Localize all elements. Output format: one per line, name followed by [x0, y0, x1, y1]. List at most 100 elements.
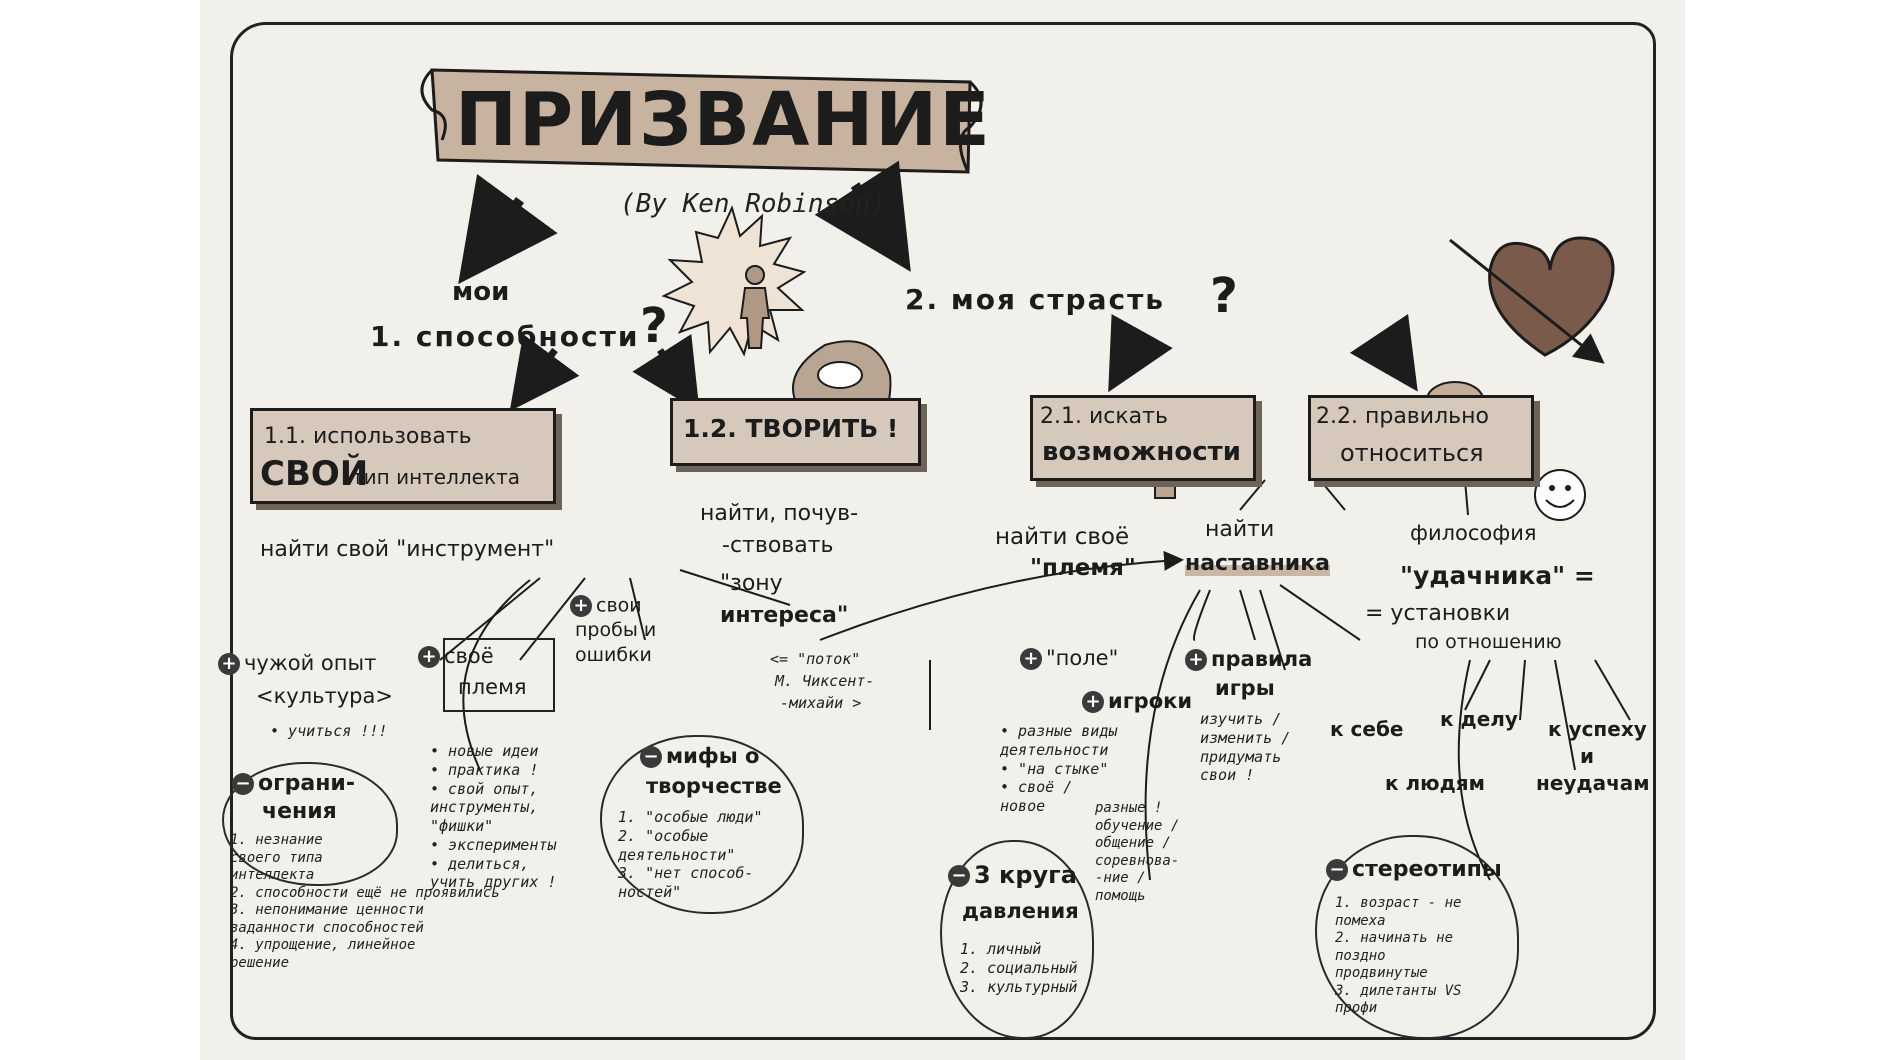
limits-list: 1. незнание своего типа интеллекта 2. сп… — [230, 832, 500, 972]
branch1-heading-line2: 1. способности — [370, 320, 640, 353]
box-2-1 — [1030, 395, 1256, 481]
pressure-line1: 3 круга — [974, 861, 1077, 889]
list-item: разные ! — [1095, 800, 1163, 816]
list-item: свои ! — [1200, 766, 1255, 785]
own-tribe-line1: своё — [444, 644, 494, 668]
sketchnote-sheet: ПРИЗВАНИЕ (By Ken Robinson) мои 1. спосо… — [200, 0, 1685, 1060]
to-self: к себе — [1330, 717, 1404, 741]
plus-icon: + — [1185, 649, 1207, 671]
mentor-line1: найти — [1205, 517, 1275, 542]
list-item: 1. незнание — [230, 832, 323, 848]
minus-icon: − — [640, 746, 662, 768]
list-item: решение — [230, 954, 290, 971]
find-tribe-line2: "племя" — [1030, 555, 1136, 581]
players: +игроки — [1082, 689, 1192, 713]
list-item: обучение / — [1095, 817, 1180, 834]
limits: −ограни- — [232, 771, 355, 796]
own-tries-line2: пробы и — [575, 619, 657, 641]
list-item: • новые идеи — [430, 742, 539, 760]
plus-icon: + — [1082, 691, 1104, 713]
list-item: интеллекта — [230, 867, 315, 883]
find-instrument: найти свой "инструмент" — [260, 537, 555, 562]
pressure-bubble — [940, 840, 1094, 1039]
list-item: 2. социальный — [960, 958, 1078, 977]
page-title: ПРИЗВАНИЕ — [455, 77, 992, 163]
rules: +правила — [1185, 647, 1312, 671]
limits-line1: ограни- — [258, 771, 355, 796]
field-label: "поле" — [1046, 646, 1119, 670]
branch1-question-mark: ? — [640, 298, 668, 354]
own-tribe-box — [443, 638, 555, 712]
plus-icon: + — [418, 646, 440, 668]
person-body — [739, 287, 771, 349]
list-item: "фишки" — [430, 817, 494, 835]
list-item: • делиться, — [430, 854, 530, 873]
list-item: 3. "нет способ- — [618, 864, 754, 883]
success-line1: к успеху — [1548, 717, 1647, 741]
stereotypes-label: стереотипы — [1352, 857, 1502, 882]
list-item: -ние / — [1095, 870, 1146, 886]
to-work: к делу — [1440, 707, 1518, 731]
minus-icon: − — [1326, 859, 1348, 881]
limits-bubble — [222, 762, 398, 886]
box-2-1-line1: 2.1. искать — [1040, 404, 1168, 429]
list-item: 3. культурный — [960, 977, 1078, 996]
own-tribe-line2: племя — [458, 675, 527, 699]
scroll-curl-right — [959, 80, 983, 173]
alien-experience-line1: чужой опыт — [244, 651, 377, 675]
branch2-heading: 2. моя страсть — [905, 283, 1166, 316]
minus-icon: − — [232, 773, 254, 795]
list-item: 1. "особые люди" — [618, 808, 763, 826]
list-item: 1. возраст - не — [1335, 895, 1462, 911]
zone-line2: интереса" — [720, 603, 849, 628]
pressure: −3 круга — [948, 862, 1077, 888]
list-item: учить других ! — [430, 873, 557, 892]
box-1-2 — [670, 398, 921, 466]
list-item: 4. упрощение, линейное — [230, 937, 416, 953]
list-item: продвинутые — [1335, 965, 1428, 981]
field: +"поле" — [1020, 646, 1119, 670]
learn-note: • учиться !!! — [270, 722, 388, 740]
list-item: своего типа — [230, 849, 323, 866]
players-list: разные ! обучение / общение / соревнова-… — [1095, 800, 1179, 905]
box-1-1-big: СВОЙ — [260, 454, 369, 494]
list-item: соревнова- — [1095, 852, 1180, 869]
alien-experience-line2: <культура> — [256, 684, 393, 708]
scroll-curl-left — [420, 68, 447, 141]
list-item: • эксперименты — [430, 835, 557, 854]
pressure-line2: давления — [962, 899, 1079, 923]
myths: −мифы о — [640, 744, 759, 768]
list-item: деятельности — [1000, 740, 1109, 759]
box-1-1-line1: 1.1. использовать — [264, 424, 472, 449]
success-line2: и — [1580, 744, 1595, 768]
branch1-heading-line1: мои — [452, 277, 510, 307]
own-tribe: +своё — [418, 644, 494, 668]
zone-line1: "зону — [720, 571, 783, 596]
philosophy-line2: "удачника" = — [1400, 561, 1595, 590]
list-item: 2. способности ещё не проявились — [230, 884, 500, 901]
arrow-to-abilities — [458, 173, 558, 285]
list-item: придумать — [1200, 747, 1282, 766]
arrow-to-passion — [814, 160, 911, 272]
list-item: 3. непонимание ценности — [230, 902, 424, 918]
find-feel-line1: найти, почув- — [700, 501, 859, 526]
myths-list: 1. "особые люди" 2. "особые деятельности… — [618, 808, 763, 902]
limits-line2: чения — [262, 799, 337, 824]
box-1-1-line2: тип интеллекта — [352, 465, 520, 489]
rules-line2: игры — [1215, 676, 1275, 700]
list-item: • разные виды — [1000, 722, 1118, 740]
list-item: • своё / — [1000, 778, 1073, 797]
flow-line2: М. Чиксент- — [775, 672, 875, 690]
attitudes-line2: по отношению — [1415, 631, 1562, 653]
list-item: деятельности" — [618, 845, 736, 864]
connector-layer — [420, 68, 1631, 881]
page-subtitle: (By Ken Robinson) — [620, 189, 887, 219]
list-item: новое — [1000, 797, 1046, 815]
minus-icon: − — [948, 865, 970, 887]
smiley — [1534, 469, 1586, 521]
list-item: помеха — [1335, 912, 1386, 929]
plus-icon: + — [218, 653, 240, 675]
field-list: • разные виды деятельности • "на стыке" … — [1000, 722, 1117, 816]
list-item: профи — [1335, 1000, 1378, 1016]
box-1-1 — [250, 408, 556, 504]
